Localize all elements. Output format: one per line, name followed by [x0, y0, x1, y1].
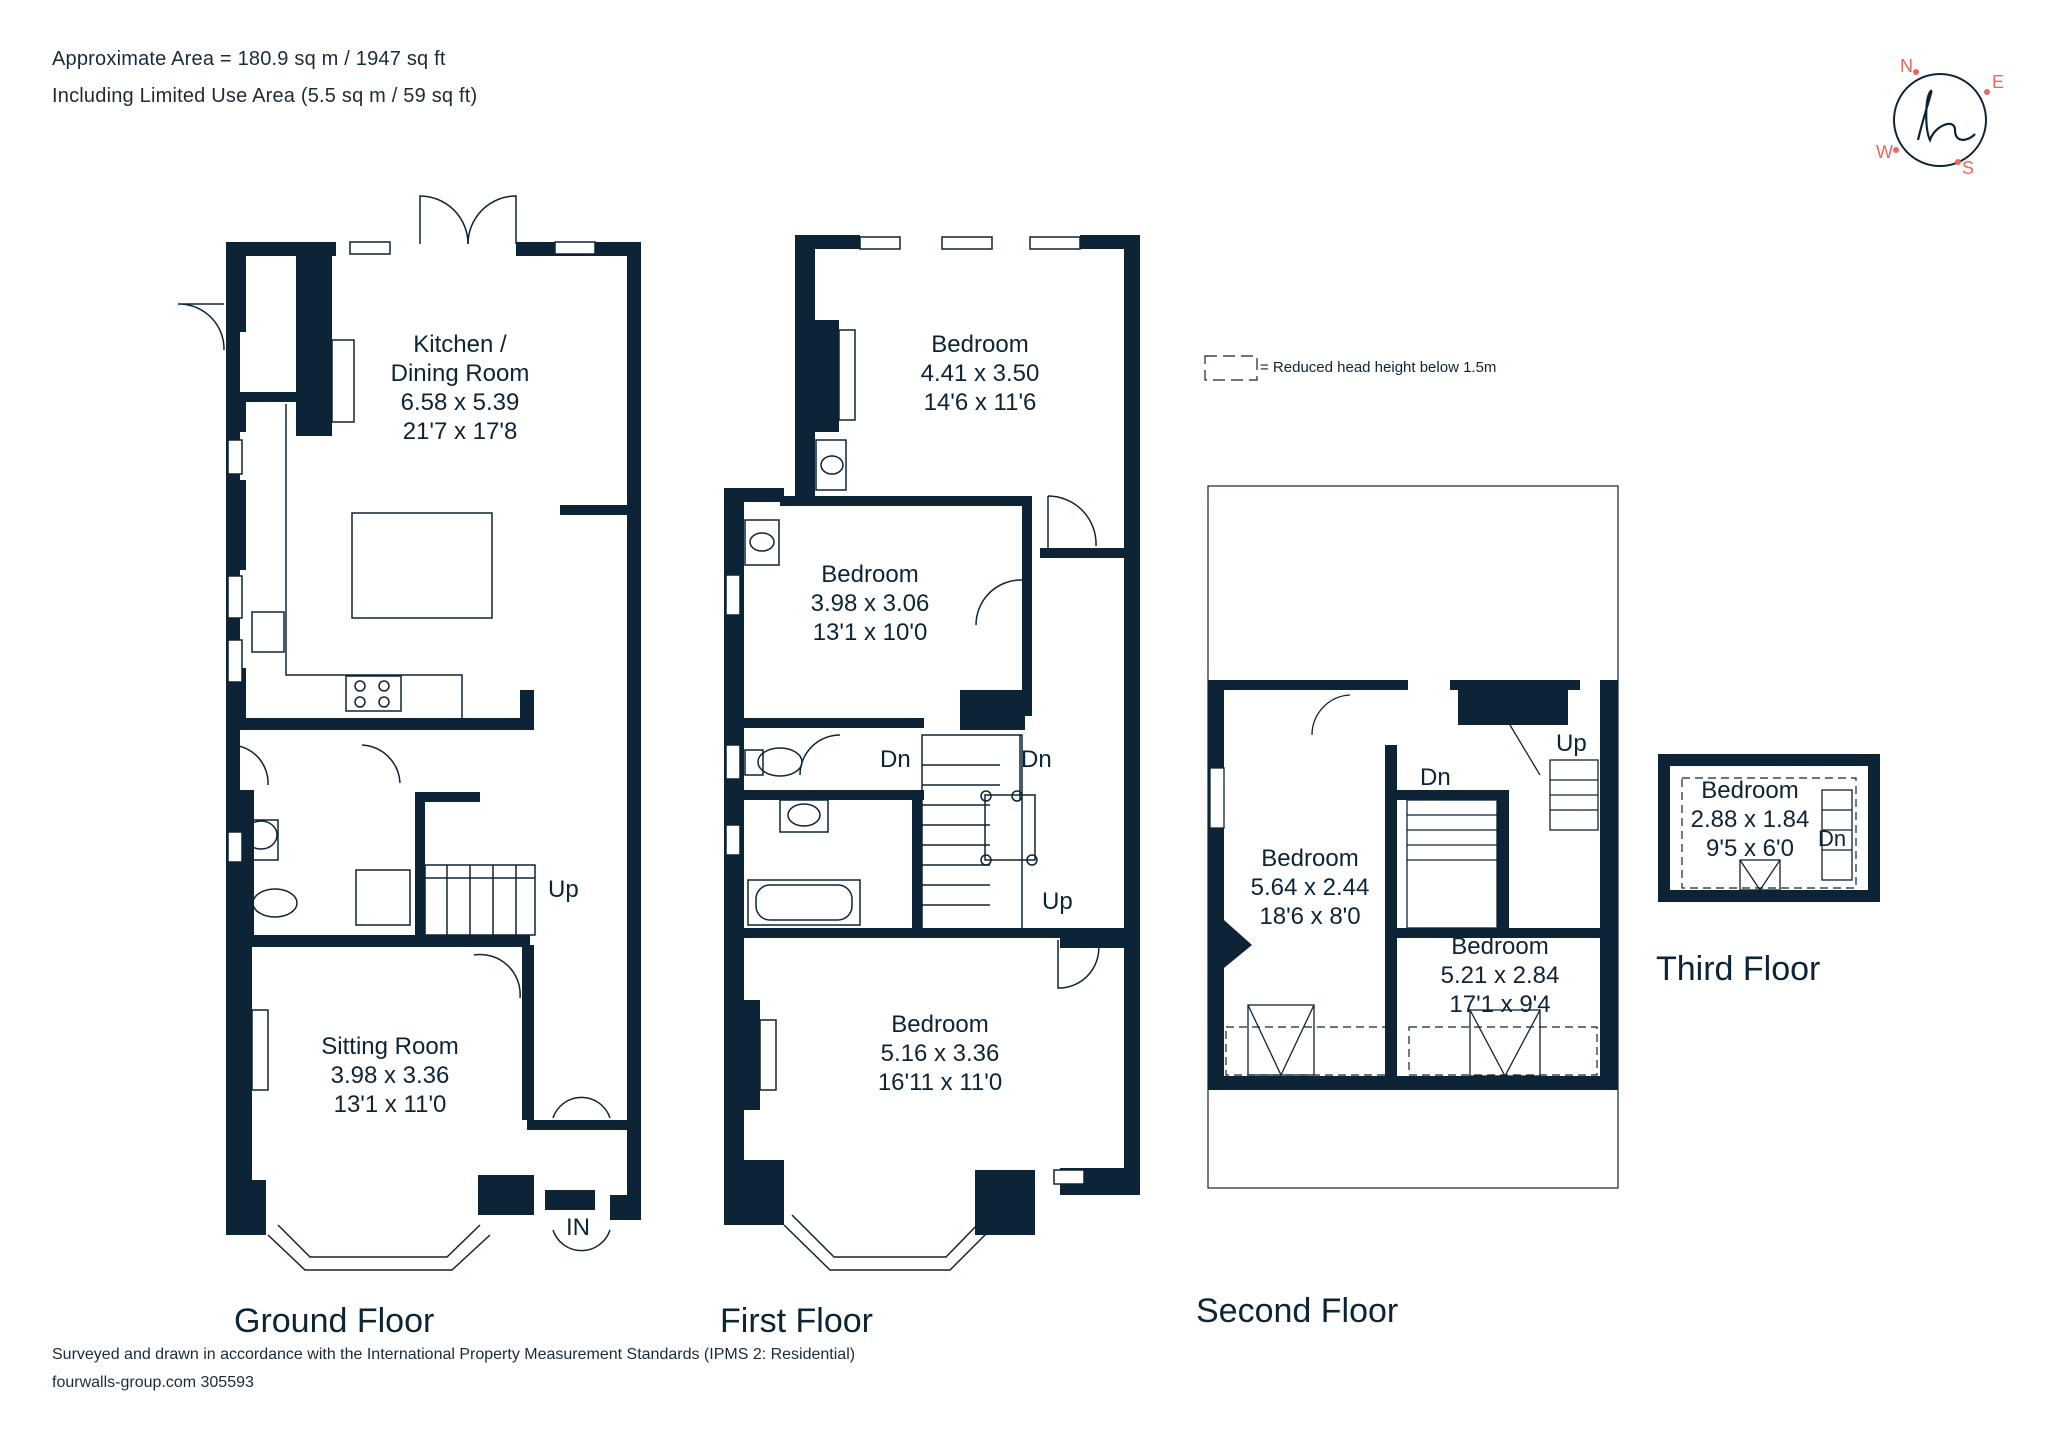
room-bedroom-rear: Bedroom 4.41 x 3.50 14'6 x 11'6: [880, 330, 1080, 417]
first-stairs-down-1: Dn: [880, 746, 911, 773]
approximate-area-text: Approximate Area = 180.9 sq m / 1947 sq …: [52, 48, 446, 70]
first-stairs-down-2: Dn: [1021, 746, 1052, 773]
room-imperial: 13'1 x 10'0: [812, 619, 928, 646]
room-name: Bedroom: [891, 1011, 989, 1038]
room-name: Bedroom: [1261, 845, 1359, 872]
compass-n: N: [1900, 56, 1913, 76]
first-floor-title: First Floor: [720, 1302, 873, 1340]
third-floor-plan: [1658, 754, 1880, 902]
second-stairs-down: Dn: [1420, 764, 1451, 791]
reference-number: fourwalls-group.com 305593: [52, 1374, 254, 1391]
entrance-in: IN: [566, 1214, 590, 1241]
ground-floor-details: [178, 195, 611, 1271]
room-metric: 6.58 x 5.39: [400, 389, 520, 416]
room-name-2: Dining Room: [390, 360, 530, 387]
room-metric: 5.21 x 2.84: [1440, 962, 1560, 989]
room-name: Bedroom: [931, 331, 1029, 358]
third-stairs-down: Dn: [1818, 826, 1847, 851]
room-metric: 3.98 x 3.36: [330, 1062, 450, 1089]
room-imperial: 21'7 x 17'8: [402, 418, 518, 445]
ground-stairs-up: Up: [548, 876, 579, 903]
legend-text: = Reduced head height below 1.5m: [1260, 359, 1497, 376]
room-metric: 4.41 x 3.50: [920, 360, 1040, 387]
room-metric: 5.16 x 3.36: [880, 1040, 1000, 1067]
room-name: Bedroom: [1451, 933, 1549, 960]
room-name: Kitchen /: [413, 331, 507, 358]
room-imperial: 18'6 x 8'0: [1259, 903, 1361, 930]
room-kitchen-dining: Kitchen / Dining Room 6.58 x 5.39 21'7 x…: [360, 330, 560, 446]
room-bedroom-middle: Bedroom 3.98 x 3.06 13'1 x 10'0: [770, 560, 970, 647]
compass-icon: [1893, 69, 1990, 167]
room-metric: 2.88 x 1.84: [1690, 806, 1810, 833]
second-stairs-up: Up: [1556, 730, 1587, 757]
ground-floor-title: Ground Floor: [234, 1302, 435, 1340]
limited-use-area-text: Including Limited Use Area (5.5 sq m / 5…: [52, 85, 478, 107]
room-imperial: 14'6 x 11'6: [923, 389, 1037, 416]
compass-e: E: [1992, 72, 2005, 92]
room-imperial: 17'1 x 9'4: [1449, 991, 1551, 1018]
second-floor-plan: [1207, 485, 1619, 1189]
compass-s: S: [1962, 158, 1975, 178]
first-floor-details: [725, 236, 1100, 1271]
legend-swatch: [1204, 355, 1258, 381]
compass-w: W: [1876, 142, 1893, 162]
room-bedroom-second-left: Bedroom 5.64 x 2.44 18'6 x 8'0: [1210, 844, 1410, 931]
room-imperial: 9'5 x 6'0: [1706, 835, 1794, 862]
room-name: Sitting Room: [321, 1033, 459, 1060]
room-bedroom-third: Bedroom 2.88 x 1.84 9'5 x 6'0: [1650, 776, 1850, 863]
room-name: Bedroom: [1701, 777, 1799, 804]
room-metric: 5.64 x 2.44: [1250, 874, 1370, 901]
room-imperial: 13'1 x 11'0: [333, 1091, 447, 1118]
room-bedroom-second-right: Bedroom 5.21 x 2.84 17'1 x 9'4: [1400, 932, 1600, 1019]
room-imperial: 16'11 x 11'0: [877, 1069, 1003, 1096]
room-name: Bedroom: [821, 561, 919, 588]
first-stairs-up: Up: [1042, 888, 1073, 915]
room-metric: 3.98 x 3.06: [810, 590, 930, 617]
room-bedroom-front: Bedroom 5.16 x 3.36 16'11 x 11'0: [840, 1010, 1040, 1097]
survey-statement: Surveyed and drawn in accordance with th…: [52, 1346, 856, 1363]
third-floor-title: Third Floor: [1656, 950, 1821, 988]
second-floor-title: Second Floor: [1196, 1292, 1399, 1330]
room-sitting: Sitting Room 3.98 x 3.36 13'1 x 11'0: [290, 1032, 490, 1119]
